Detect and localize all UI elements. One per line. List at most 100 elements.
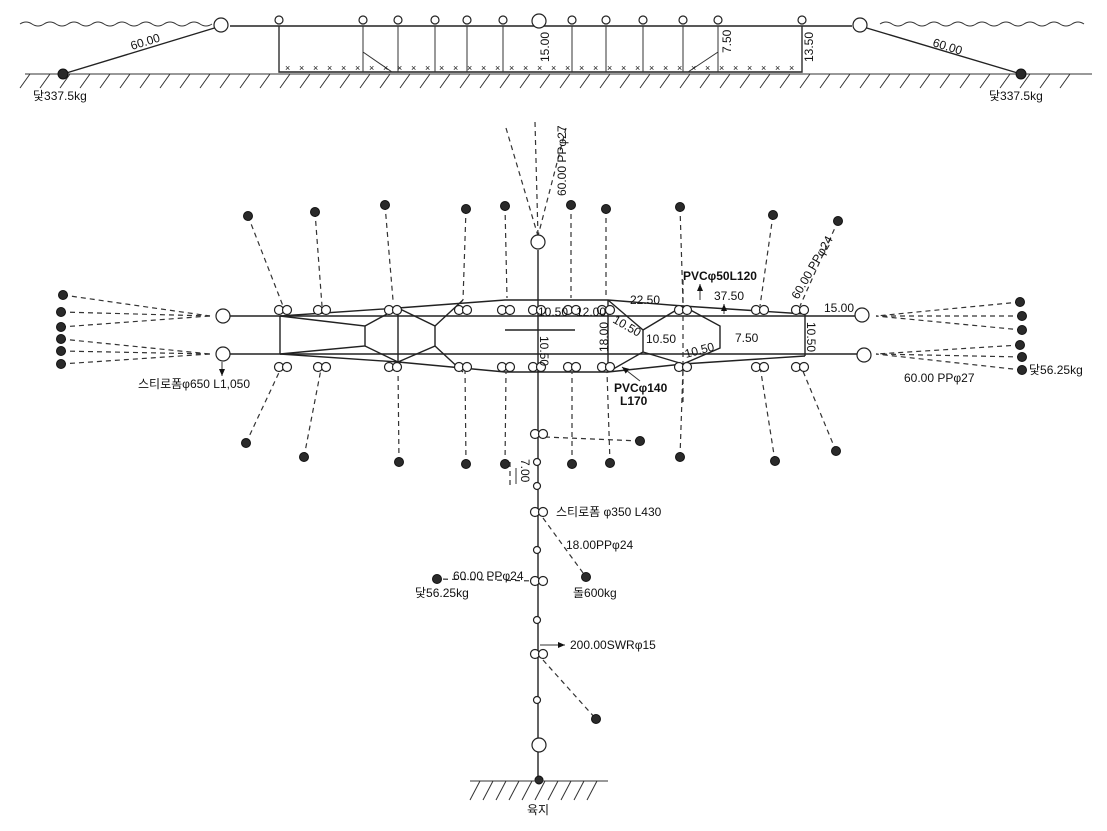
mesh-mark: × (719, 63, 724, 73)
leader-anchor-lower (591, 714, 601, 724)
seabed-hatch-mark (779, 73, 791, 89)
mesh-mark: × (551, 63, 556, 73)
frame-float (681, 304, 693, 316)
anchor-rope (397, 367, 400, 463)
mesh-mark: × (453, 63, 458, 73)
stone-label: 돌600kg (573, 586, 617, 600)
depth-label-center: 15.00 (538, 32, 552, 62)
mesh-mark: × (649, 63, 654, 73)
anchor-point (675, 202, 685, 212)
leader-rope-lower (542, 659, 597, 720)
frame-float (391, 304, 403, 316)
surface-float (713, 15, 723, 25)
frame-float (798, 361, 810, 373)
seabed-hatch-mark (579, 73, 591, 89)
mesh-mark: × (397, 63, 402, 73)
mesh-mark: × (439, 63, 444, 73)
anchor-point (310, 207, 320, 217)
mesh-mark: × (691, 63, 696, 73)
seabed-hatch-mark (79, 73, 91, 89)
leader-float (532, 481, 542, 491)
length-15-00: 15.00 (824, 301, 854, 315)
mesh-mark: × (607, 63, 612, 73)
anchor-point (566, 200, 576, 210)
mesh-mark: × (369, 63, 374, 73)
seabed-hatch-mark (159, 73, 171, 89)
anchor-point (1017, 325, 1027, 335)
seabed-hatch-mark (459, 73, 471, 89)
frame-float (504, 361, 516, 373)
mesh-mark: × (775, 63, 780, 73)
seabed-hatch-mark (399, 73, 411, 89)
anchor-point (1017, 365, 1027, 375)
mesh-mark: × (467, 63, 472, 73)
length-10-50-mid: 10.50 (646, 332, 676, 346)
anchor-rope (875, 344, 1021, 355)
seabed-hatch-mark (719, 73, 731, 89)
land-label: 육지 (527, 803, 549, 817)
leader-float (532, 545, 542, 555)
seabed-hatch-mark (479, 73, 491, 89)
water-surface-right (879, 21, 1085, 27)
anchor-point (768, 210, 778, 220)
seabed-hatch-mark (179, 73, 191, 89)
land-hatching (469, 780, 598, 801)
frame-float (320, 361, 332, 373)
surface-float (567, 15, 577, 25)
anchor-rope (462, 208, 467, 301)
length-7-50: 7.50 (735, 331, 759, 345)
frame-float (535, 304, 547, 316)
seabed-hatch-mark (859, 73, 871, 89)
leader-float-pair (537, 428, 549, 440)
right-anchor-weight: 닻337.5kg (989, 89, 1043, 103)
surface-float (274, 15, 284, 25)
corner-float-bottom-right (856, 347, 872, 363)
frame-float (604, 304, 616, 316)
seabed-hatch-mark (639, 73, 651, 89)
leader-float-pair (537, 506, 549, 518)
anchor-rope (60, 338, 211, 355)
surface-float (498, 15, 508, 25)
seabed-hatch-mark (839, 73, 851, 89)
anchor-point (56, 322, 66, 332)
rope-right-bottom-label: 60.00 PPφ27 (904, 371, 975, 385)
leader-rope-1 (544, 436, 641, 442)
length-18-00: 18.00 (597, 322, 611, 352)
anchor-left-label: 닻56.25kg (415, 586, 469, 600)
seabed-hatch-mark (59, 73, 71, 89)
length-12-00: 12.00 (576, 305, 606, 319)
leader-stone (581, 572, 591, 582)
anchor-rope (60, 311, 211, 317)
seabed-hatch-mark (819, 73, 831, 89)
seabed-hatch-mark (279, 73, 291, 89)
left-mooring-rope (62, 25, 222, 75)
frame-float (281, 361, 293, 373)
frame-float (504, 304, 516, 316)
anchor-rope (314, 211, 323, 307)
anchor-rope (60, 353, 211, 365)
seabed-hatch-mark (319, 73, 331, 89)
leader-float (532, 695, 542, 705)
top-rope-center (534, 121, 539, 237)
surface-float (601, 15, 611, 25)
anchor-rope (62, 294, 211, 317)
seabed-hatch-mark (539, 73, 551, 89)
anchor-point (241, 438, 251, 448)
right-mooring-rope (859, 25, 1022, 75)
anchor-rope (875, 353, 1023, 358)
corner-float-bottom-left (215, 346, 231, 362)
corner-float-top-right (854, 307, 870, 323)
leader-anchor-1 (635, 436, 645, 446)
anchor-rope (384, 204, 394, 301)
anchor-point (500, 201, 510, 211)
anchor-rope (875, 353, 1023, 371)
mesh-mark: × (593, 63, 598, 73)
mesh-mark: × (621, 63, 626, 73)
leader-float-pair (537, 575, 549, 587)
top-rope-right (537, 127, 567, 237)
anchor-ropes (60, 204, 1023, 465)
frame-float (391, 361, 403, 373)
anchor-point (1015, 340, 1025, 350)
frame-float (681, 361, 693, 373)
seabed-hatch-mark (39, 73, 51, 89)
